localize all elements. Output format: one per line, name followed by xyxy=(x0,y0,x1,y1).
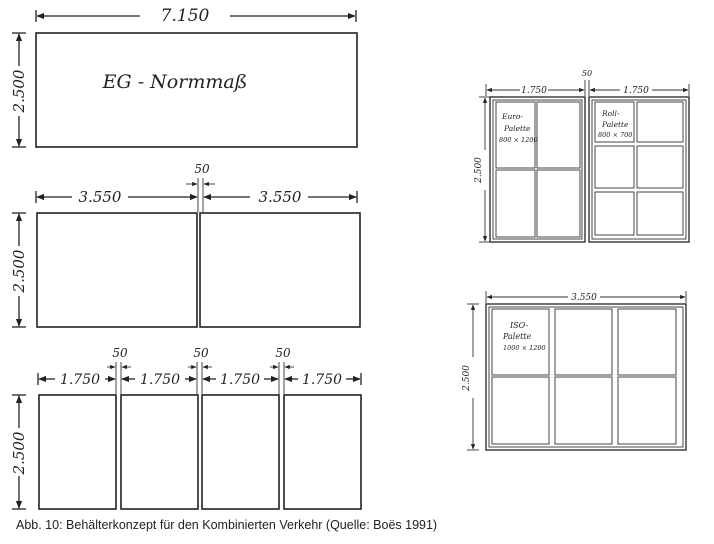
euro-pallet-4 xyxy=(536,169,581,238)
row3-width1-label: 1.750 xyxy=(60,372,100,388)
container-euro-pallet xyxy=(489,96,586,243)
euro-pallet-2 xyxy=(536,101,581,169)
figure-caption: Abb. 10: Behälterkonzept für den Kombini… xyxy=(16,518,438,532)
container-row3-2 xyxy=(120,394,199,510)
row3-width3-label: 1.750 xyxy=(220,372,260,388)
roll-label-1: Roll- xyxy=(601,109,620,118)
rt-gap-label: 50 xyxy=(582,69,592,78)
euro-pallet-3 xyxy=(495,169,536,238)
right-bottom-group: 3.550 2.500 ISO- Palette 1000 × 1200 xyxy=(462,291,687,451)
roll-label-3: 800 × 700 xyxy=(598,131,632,139)
rb-width-label: 3.550 xyxy=(571,293,597,303)
row2-height-label: 2.500 xyxy=(10,249,28,293)
iso-pallet-3 xyxy=(617,308,677,376)
iso-label-3: 1000 × 1200 xyxy=(503,344,546,352)
iso-pallet-1 xyxy=(491,308,550,376)
container-euro-pallet-inner xyxy=(492,99,583,240)
container-roll-pallet xyxy=(588,96,690,243)
iso-pallet-5 xyxy=(554,376,613,445)
roll-pallet-6 xyxy=(636,191,684,236)
roll-pallet-2 xyxy=(636,101,684,143)
row3-height-label: 2.500 xyxy=(10,431,28,475)
row3-group: 50 50 50 1.750 1.750 1.750 1.750 xyxy=(10,346,362,510)
roll-pallet-1 xyxy=(594,101,635,143)
iso-pallet-4 xyxy=(491,376,550,445)
row2-gap-label: 50 xyxy=(194,162,210,176)
row3-gap3-label: 50 xyxy=(275,346,291,360)
iso-pallet-6 xyxy=(617,376,677,445)
row2-width-left-label: 3.550 xyxy=(79,188,122,206)
rb-height-label: 2.500 xyxy=(462,365,472,392)
container-row2-left xyxy=(36,212,198,328)
container-iso-pallet xyxy=(485,303,687,451)
rt-height-label: 2.500 xyxy=(474,157,484,184)
container-row3-4 xyxy=(283,394,362,510)
container-row3-1 xyxy=(38,394,117,510)
euro-pallet-1 xyxy=(495,101,536,169)
roll-pallet-4 xyxy=(636,145,684,189)
row3-width4-label: 1.750 xyxy=(302,372,342,388)
roll-label-2: Palette xyxy=(601,120,629,129)
row1-width-label: 7.150 xyxy=(161,6,210,26)
iso-pallet-2 xyxy=(554,308,613,376)
container-eg-normmass xyxy=(35,32,358,148)
row1-group: 7.150 2.500 EG - Normmaß xyxy=(10,6,358,148)
rt-width-left-label: 1.750 xyxy=(521,86,547,96)
roll-pallet-3 xyxy=(594,145,635,189)
container-row2-right xyxy=(199,212,361,328)
iso-label-1: ISO- xyxy=(509,321,528,330)
euro-label-2: Palette xyxy=(503,124,531,133)
right-top-group: 50 1.750 1.750 2.500 Euro- Palette 800 ×… xyxy=(474,69,690,243)
eg-normmass-label: EG - Normmaß xyxy=(102,71,248,93)
row2-group: 50 3.550 3.550 2.500 xyxy=(10,162,361,328)
euro-label-3: 800 × 1200 xyxy=(499,136,538,144)
row2-width-right-label: 3.550 xyxy=(259,188,302,206)
row3-gap1-label: 50 xyxy=(112,346,128,360)
container-row3-3 xyxy=(201,394,280,510)
container-iso-pallet-inner xyxy=(488,306,684,448)
row3-width2-label: 1.750 xyxy=(140,372,180,388)
container-roll-pallet-inner xyxy=(591,99,687,240)
roll-pallet-5 xyxy=(594,191,635,236)
iso-label-2: Palette xyxy=(502,332,532,341)
rt-width-right-label: 1.750 xyxy=(623,86,649,96)
row1-height-label: 2.500 xyxy=(10,69,28,113)
row3-gap2-label: 50 xyxy=(193,346,209,360)
euro-label-1: Euro- xyxy=(501,112,523,121)
